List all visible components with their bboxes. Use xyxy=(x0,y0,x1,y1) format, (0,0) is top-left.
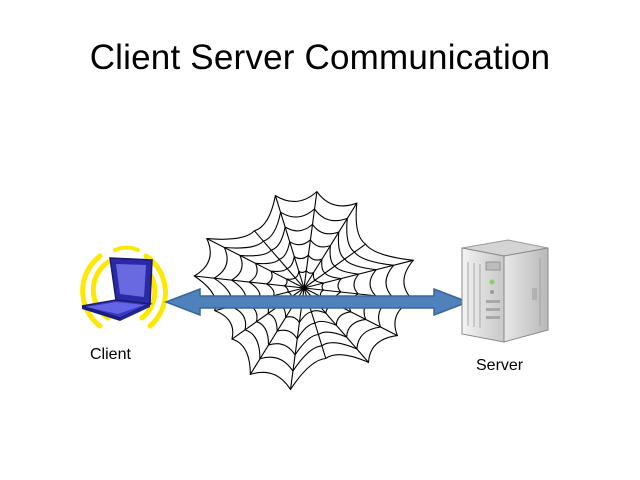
slide-title: Client Server Communication xyxy=(89,38,551,77)
laptop-icon xyxy=(80,245,168,329)
server-tower-icon xyxy=(461,239,549,343)
client-label: Client xyxy=(90,346,131,363)
server-label: Server xyxy=(476,357,524,374)
web-icon xyxy=(193,190,415,391)
